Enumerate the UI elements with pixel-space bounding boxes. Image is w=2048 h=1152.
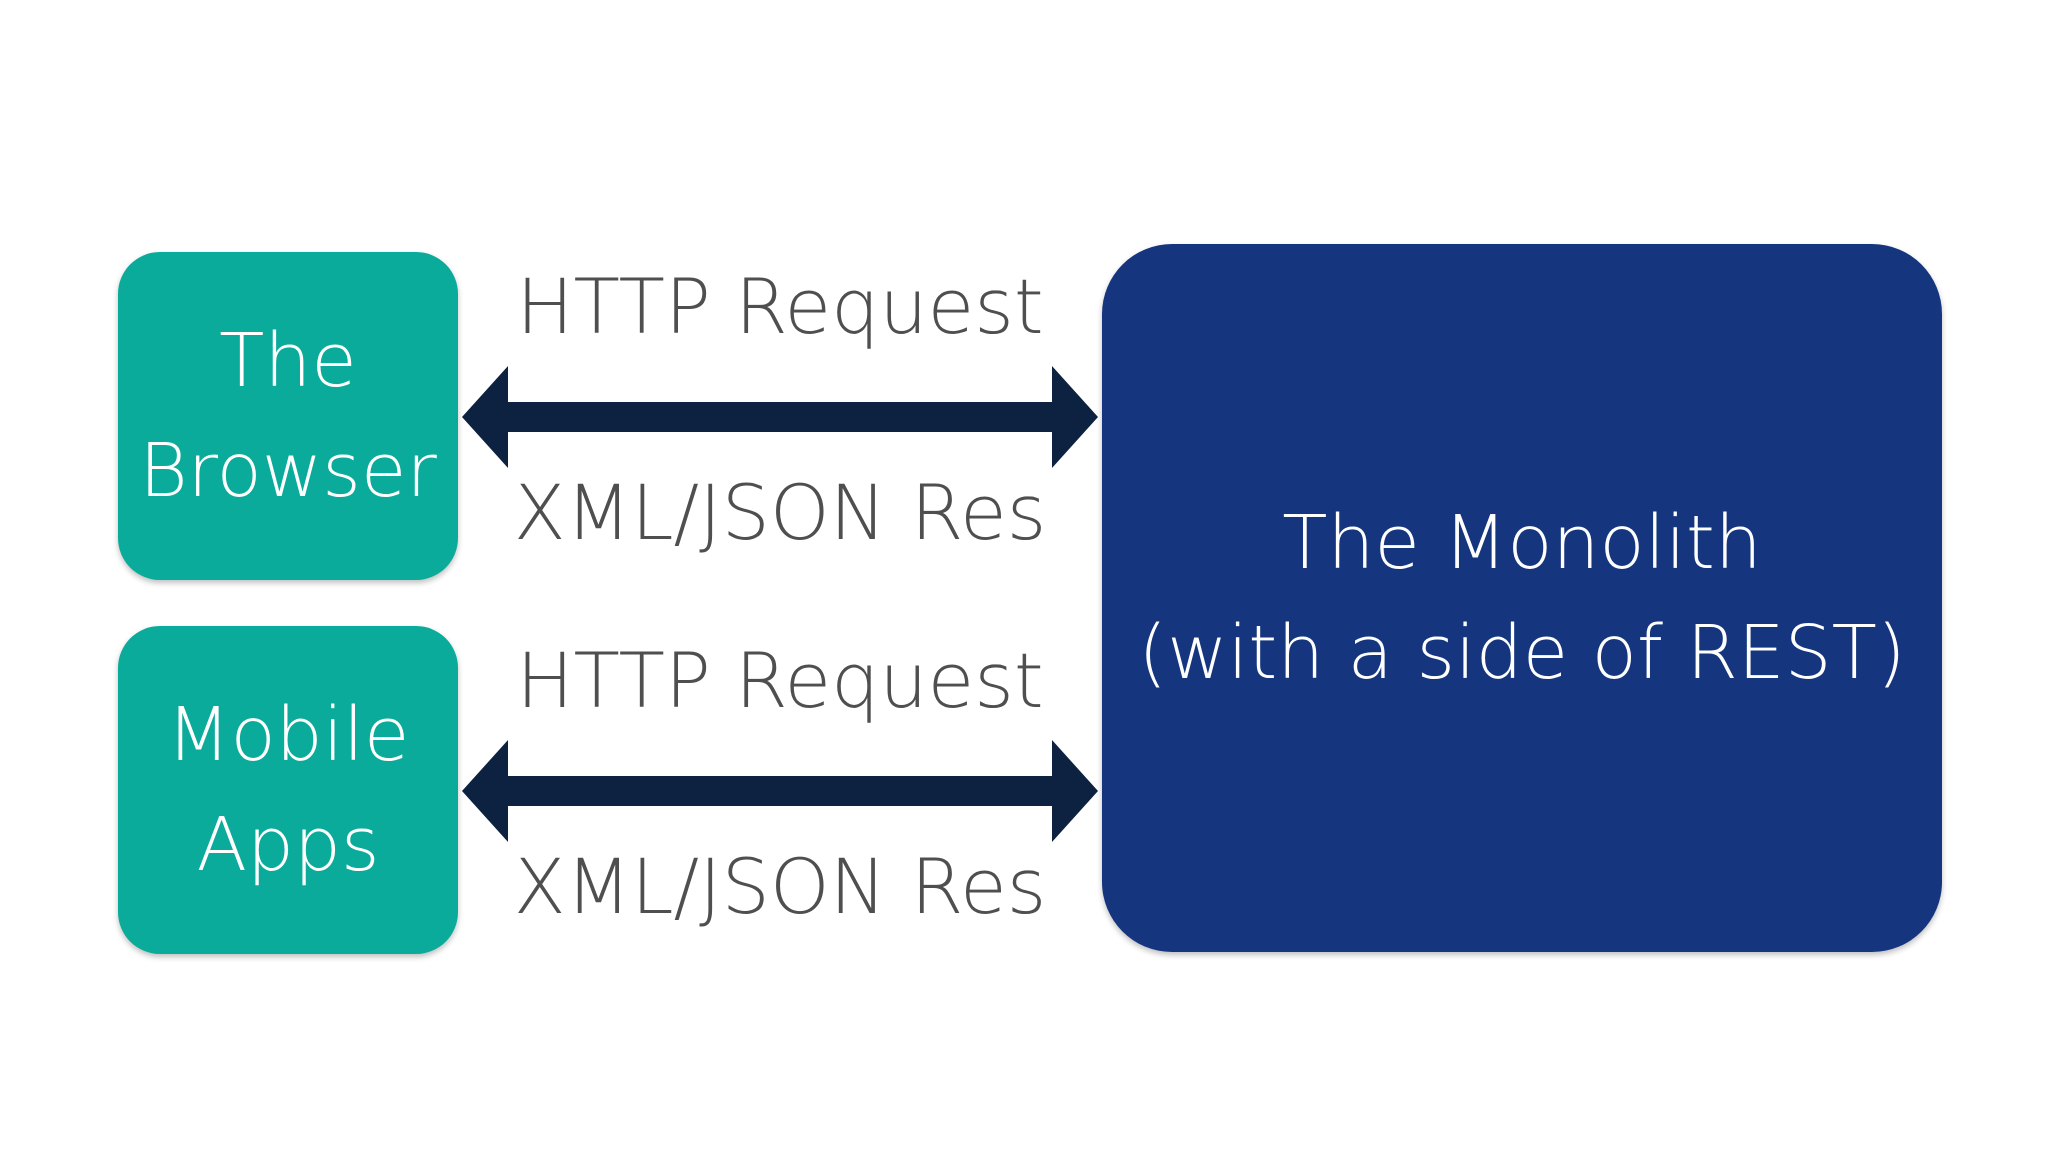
browser-box-line-2: Browser [139, 428, 437, 514]
monolith-box-line-2: (with a side of REST) [1138, 610, 1906, 696]
double-arrow-mobile-shape [462, 740, 1098, 842]
mobile-apps-box-line-2: Apps [196, 802, 380, 888]
request-label-browser: HTTP Request [516, 262, 1044, 351]
browser-box: The Browser [118, 252, 458, 580]
double-arrow-browser [462, 366, 1098, 468]
double-arrow-mobile [462, 740, 1098, 842]
mobile-apps-box-line-1: Mobile [166, 692, 410, 778]
request-label-mobile: HTTP Request [516, 636, 1044, 725]
response-label-mobile: XML/JSON Res [513, 842, 1047, 931]
response-label-browser: XML/JSON Res [513, 468, 1047, 557]
browser-box-line-1: The [219, 318, 357, 404]
mobile-apps-box: Mobile Apps [118, 626, 458, 954]
monolith-box-line-1: The Monolith [1282, 500, 1762, 586]
double-arrow-browser-shape [462, 366, 1098, 468]
monolith-box: The Monolith (with a side of REST) [1102, 244, 1942, 952]
